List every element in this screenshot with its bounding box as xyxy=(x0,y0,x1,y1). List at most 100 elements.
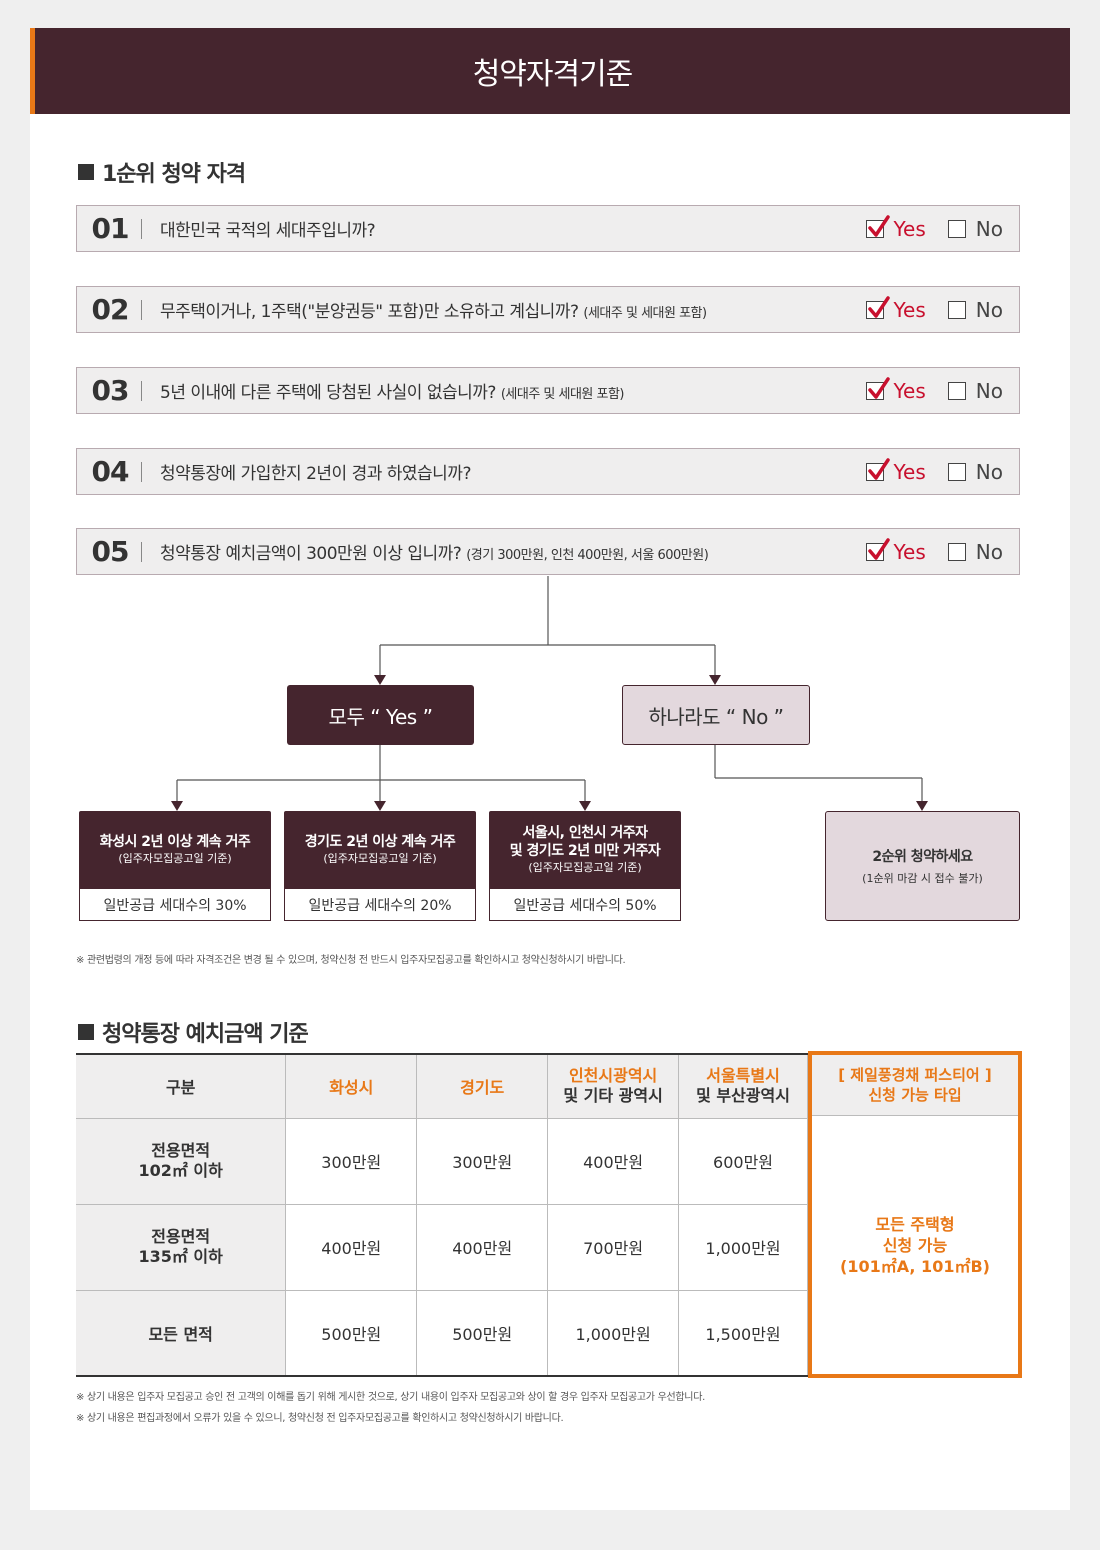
no-label: No xyxy=(975,297,1003,322)
bucket-share: 일반공급 세대수의 30% xyxy=(79,889,271,921)
divider xyxy=(141,380,142,401)
no-option[interactable]: No xyxy=(947,459,1003,484)
unchecked-checkbox[interactable] xyxy=(947,381,966,400)
header-incheon-line2: 및 기타 광역시 xyxy=(563,1086,663,1106)
footnote-disclaimer-1: ※ 상기 내용은 입주자 모집공고 승인 전 고객의 이해를 돕기 위해 게시한… xyxy=(76,1392,705,1403)
section-title-text: 청약통장 예치금액 기준 xyxy=(102,1022,309,1047)
bucket-title: 서울시, 인천시 거주자 xyxy=(522,825,649,841)
yes-option[interactable]: Yes xyxy=(865,457,926,484)
answer-options: Yes No xyxy=(844,287,1003,332)
second-priority-box: 2순위 청약하세요 (1순위 마감 시 접수 불가) xyxy=(825,811,1020,921)
bucket-title: 화성시 2년 이상 계속 거주 xyxy=(99,834,251,850)
no-option[interactable]: No xyxy=(947,378,1003,403)
yes-option[interactable]: Yes xyxy=(865,376,926,403)
no-label: No xyxy=(975,539,1003,564)
checked-checkbox[interactable] xyxy=(865,214,890,238)
highlight-column: [ 제일풍경채 퍼스티어 ] 신청 가능 타입 모든 주택형 신청 가능 (10… xyxy=(808,1051,1022,1378)
yes-label: Yes xyxy=(893,539,926,564)
highlight-body-line3: (101㎡A, 101㎡B) xyxy=(840,1256,990,1276)
question-text: 5년 이내에 다른 주택에 당첨된 사실이 없습니까? (세대주 및 세대원 포… xyxy=(160,383,625,403)
footnote-eligibility: ※ 관련법령의 개정 등에 따라 자격조건은 변경 될 수 있으며, 청약신청 … xyxy=(76,955,626,966)
second-priority-title: 2순위 청약하세요 xyxy=(872,849,973,865)
header-banner: 청약자격기준 xyxy=(30,28,1070,114)
any-no-node: 하나라도 “ No ” xyxy=(622,685,810,745)
deposit-table: 구분 화성시 경기도 인천시광역시 및 기타 광역시 서울특별시 및 부산광역시… xyxy=(76,1053,808,1377)
bucket-subtitle: (입주자모집공고일 기준) xyxy=(118,852,232,865)
row-label-line1: 전용면적 xyxy=(151,1141,211,1160)
bucket-title: 경기도 2년 이상 계속 거주 xyxy=(304,834,456,850)
page-sheet: 청약자격기준 1순위 청약 자격 01 대한민국 국적의 세대주입니까? Yes… xyxy=(30,28,1070,1510)
checked-checkbox[interactable] xyxy=(865,537,890,561)
question-row-02: 02 무주택이거나, 1주택("분양권등" 포함)만 소유하고 계십니까? (세… xyxy=(76,286,1020,333)
row-label-line1: 전용면적 xyxy=(151,1227,211,1246)
table-cell: 300만원 xyxy=(416,1118,549,1205)
unchecked-checkbox[interactable] xyxy=(947,219,966,238)
question-text: 대한민국 국적의 세대주입니까? xyxy=(160,221,376,241)
table-cell: 1,500만원 xyxy=(678,1290,808,1376)
table-row: 전용면적 135㎡ 이하 400만원 400만원 700만원 1,000만원 xyxy=(76,1204,808,1291)
row-label-line2: 102㎡ 이하 xyxy=(138,1161,223,1180)
checked-checkbox[interactable] xyxy=(865,295,890,319)
yes-option[interactable]: Yes xyxy=(865,214,926,241)
answer-options: Yes No xyxy=(844,449,1003,494)
yes-label: Yes xyxy=(893,459,926,484)
question-number: 03 xyxy=(91,374,130,407)
yes-option[interactable]: Yes xyxy=(865,295,926,322)
bucket-share: 일반공급 세대수의 50% xyxy=(489,889,681,921)
no-option[interactable]: No xyxy=(947,539,1003,564)
bucket-title-line2: 및 경기도 2년 미만 거주자 xyxy=(509,843,661,859)
highlight-body-line2: 신청 가능 xyxy=(882,1235,948,1255)
header-gyeonggi: 경기도 xyxy=(416,1054,549,1119)
table-cell: 600만원 xyxy=(678,1118,808,1205)
square-bullet-icon xyxy=(78,1024,94,1040)
question-text: 무주택이거나, 1주택("분양권등" 포함)만 소유하고 계십니까? (세대주 … xyxy=(160,302,707,322)
highlight-header: [ 제일풍경채 퍼스티어 ] 신청 가능 타입 xyxy=(812,1055,1018,1116)
row-label: 전용면적 135㎡ 이하 xyxy=(76,1204,287,1291)
yes-option[interactable]: Yes xyxy=(865,537,926,564)
unchecked-checkbox[interactable] xyxy=(947,300,966,319)
no-option[interactable]: No xyxy=(947,217,1003,241)
divider xyxy=(141,541,142,562)
no-label: No xyxy=(975,459,1003,484)
highlight-body: 모든 주택형 신청 가능 (101㎡A, 101㎡B) xyxy=(812,1116,1018,1374)
no-label: No xyxy=(975,378,1003,403)
table-cell: 1,000만원 xyxy=(678,1204,808,1291)
divider xyxy=(141,299,142,320)
table-cell: 300만원 xyxy=(285,1118,418,1205)
checked-checkbox[interactable] xyxy=(865,457,890,481)
question-row-01: 01 대한민국 국적의 세대주입니까? Yes No xyxy=(76,205,1020,252)
checkmark-icon xyxy=(867,457,890,480)
table-header-row: 구분 화성시 경기도 인천시광역시 및 기타 광역시 서울특별시 및 부산광역시 xyxy=(76,1054,808,1119)
table-row: 모든 면적 500만원 500만원 1,000만원 1,500만원 xyxy=(76,1290,808,1376)
yes-label: Yes xyxy=(893,378,926,403)
header-category: 구분 xyxy=(76,1054,287,1119)
question-row-04: 04 청약통장에 가입한지 2년이 경과 하였습니까? Yes No xyxy=(76,448,1020,495)
divider xyxy=(141,218,142,239)
header-incheon: 인천시광역시 및 기타 광역시 xyxy=(547,1054,680,1119)
checked-checkbox[interactable] xyxy=(865,376,890,400)
unchecked-checkbox[interactable] xyxy=(947,462,966,481)
all-yes-node: 모두 “ Yes ” xyxy=(287,685,474,745)
bucket-seoul-incheon: 서울시, 인천시 거주자 및 경기도 2년 미만 거주자 (입주자모집공고일 기… xyxy=(489,811,681,921)
header-hwaseong: 화성시 xyxy=(285,1054,418,1119)
table-cell: 400만원 xyxy=(285,1204,418,1291)
bucket-gyeonggi: 경기도 2년 이상 계속 거주 (입주자모집공고일 기준) 일반공급 세대수의 … xyxy=(284,811,476,921)
footnote-disclaimer-2: ※ 상기 내용은 편집과정에서 오류가 있을 수 있으니, 청약신청 전 입주자… xyxy=(76,1413,564,1424)
square-bullet-icon xyxy=(78,164,94,180)
checkmark-icon xyxy=(867,295,890,318)
bucket-subtitle: (입주자모집공고일 기준) xyxy=(323,852,437,865)
flow-connectors xyxy=(171,576,928,811)
header-seoul-line1: 서울특별시 xyxy=(706,1066,780,1086)
answer-options: Yes No xyxy=(844,206,1003,251)
table-cell: 1,000만원 xyxy=(547,1290,680,1376)
checkmark-icon xyxy=(867,214,890,237)
second-priority-note: (1순위 마감 시 접수 불가) xyxy=(862,872,983,885)
header-seoul: 서울특별시 및 부산광역시 xyxy=(678,1054,808,1119)
question-number: 05 xyxy=(91,535,130,568)
no-option[interactable]: No xyxy=(947,297,1003,322)
header-incheon-line1: 인천시광역시 xyxy=(568,1066,658,1086)
row-label-line2: 135㎡ 이하 xyxy=(138,1247,223,1266)
unchecked-checkbox[interactable] xyxy=(947,542,966,561)
table-cell: 500만원 xyxy=(285,1290,418,1376)
table-cell: 700만원 xyxy=(547,1204,680,1291)
